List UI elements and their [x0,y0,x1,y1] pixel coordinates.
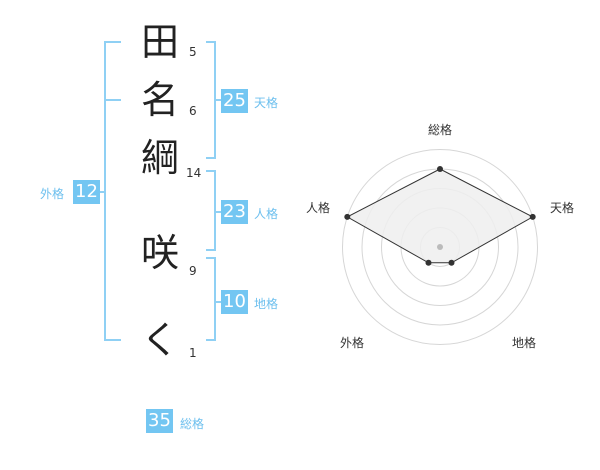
stroke-count-5: 1 [189,346,197,360]
chikaku-bracket [206,257,216,341]
tenkaku-label: 天格 [254,96,279,110]
name-char-3: 綱 [140,136,179,180]
radar-ring [342,149,538,345]
radar-center-dot [437,244,443,250]
soukaku-value-badge: 35 [146,409,173,433]
radar-label-left: 人格 [306,200,330,215]
name-char-2: 名 [140,78,179,122]
stroke-count-3: 14 [186,166,202,180]
radar-point-soukaku [437,166,443,172]
radar-label-bottom-left: 外格 [340,335,364,350]
stroke-count-4: 9 [189,264,197,278]
jinkaku-label: 人格 [254,207,279,221]
chikaku-label: 地格 [254,297,279,311]
jinkaku-value-badge: 23 [221,200,248,224]
radar-point-gaikaku [425,259,432,266]
stroke-count-1: 5 [189,45,197,59]
radar-point-tenkaku [529,213,536,220]
name-char-1: 田 [140,20,179,64]
radar-label-right: 天格 [550,200,574,215]
jinkaku-bracket [206,170,216,251]
soukaku-label: 総格 [180,417,205,431]
radar-score-shape [346,168,534,264]
radar-point-chikaku [448,259,455,266]
gaikaku-value-badge: 12 [73,180,100,204]
radar-points [344,166,536,266]
gaikaku-label: 外格 [40,187,65,201]
radar-point-jinkaku [344,213,351,220]
name-char-5: く [140,318,179,362]
radar-label-top: 総格 [428,122,452,137]
stroke-count-2: 6 [189,104,197,118]
chikaku-value-badge: 10 [221,290,248,314]
name-char-4: 咲 [140,231,179,275]
radar-label-bottom-right: 地格 [512,335,536,350]
tenkaku-value-badge: 25 [221,89,248,113]
